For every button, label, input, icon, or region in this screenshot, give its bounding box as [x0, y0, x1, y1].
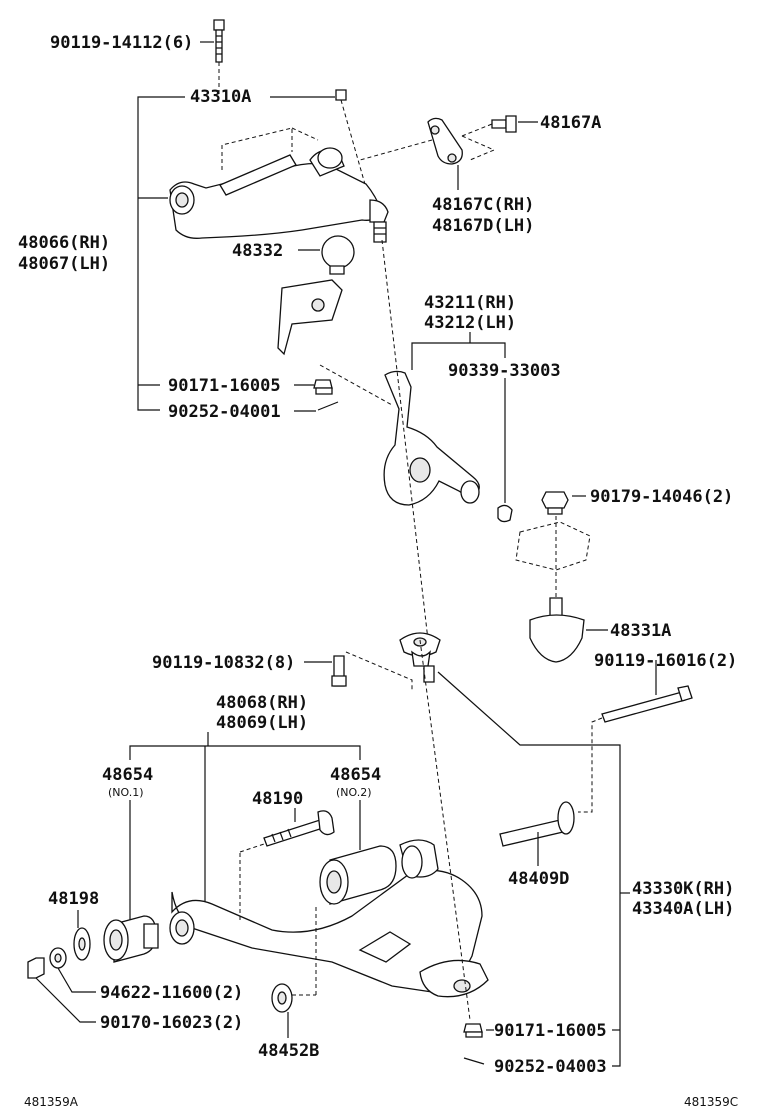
- label-48069: 48069(LH): [216, 713, 308, 733]
- label-43310A: 43310A: [190, 87, 251, 107]
- label-48654-no2-sub: (NO.2): [336, 786, 372, 799]
- label-94622-11600: 94622-11600(2): [100, 983, 243, 1003]
- upper-arm-48066: [169, 127, 389, 243]
- bolt-90119-16016: [578, 685, 693, 813]
- label-43212: 43212(LH): [424, 313, 516, 333]
- lower-arm-48068: [169, 839, 489, 998]
- label-48167A: 48167A: [540, 113, 601, 133]
- label-48452B: 48452B: [258, 1041, 319, 1061]
- label-90252-04003: 90252-04003: [494, 1057, 607, 1077]
- frame-bracket: [515, 516, 591, 598]
- label-48332: 48332: [232, 241, 283, 261]
- label-43330K: 43330K(RH): [632, 879, 734, 899]
- footer-ref-left: 481359A: [24, 1095, 79, 1109]
- label-48654-no1-sub: (NO.1): [108, 786, 144, 799]
- label-90119-16016: 90119-16016(2): [594, 651, 737, 671]
- label-48067: 48067(LH): [18, 254, 110, 274]
- nut-90171-16005-upper: [313, 379, 333, 395]
- label-90179-14046: 90179-14046(2): [590, 487, 733, 507]
- label-48654-no1: 48654: [102, 765, 153, 785]
- cam-48452B: [271, 983, 293, 1013]
- bush-48654-no2: [319, 845, 397, 905]
- bolt-48167A: [491, 115, 517, 133]
- label-90119-10832: 90119-10832(8): [152, 653, 295, 673]
- stopper-bracket: [277, 279, 343, 356]
- bush-48654-no1: [103, 915, 159, 963]
- label-90171-16005-upper: 90171-16005: [168, 376, 281, 396]
- bracket-48167C: [359, 117, 496, 165]
- label-48066: 48066(RH): [18, 233, 110, 253]
- bump-stopper-48331A: [529, 597, 585, 663]
- label-48654-no2: 48654: [330, 765, 381, 785]
- label-90171-16005-lower: 90171-16005: [494, 1021, 607, 1041]
- bolt-48190: [263, 810, 335, 847]
- label-43211: 43211(RH): [424, 293, 516, 313]
- nut-90170-16023: [27, 957, 45, 979]
- ball-joint-43330K: [399, 632, 441, 683]
- bolt-48409D: [499, 801, 575, 847]
- knuckle-43211: [319, 239, 480, 641]
- bump-stopper-48332: [321, 235, 355, 275]
- bolt-90119-14112: [213, 19, 225, 95]
- label-48331A: 48331A: [610, 621, 671, 641]
- footer-ref-right: 481359C: [684, 1095, 738, 1109]
- label-48198: 48198: [48, 889, 99, 909]
- label-48167D: 48167D(LH): [432, 216, 534, 236]
- washer-94622: [49, 947, 67, 969]
- cotter-nut-90339: [497, 504, 513, 523]
- washer-48198: [73, 927, 91, 961]
- label-90252-04001: 90252-04001: [168, 402, 281, 422]
- cotter-pin-90252-04001: [317, 401, 339, 411]
- label-48190: 48190: [252, 789, 303, 809]
- cotter-pin-90252-04003: [463, 1057, 485, 1065]
- nut-90171-16005-lower: [419, 639, 483, 1038]
- label-48409D: 48409D: [508, 869, 569, 889]
- bolt-90119-10832: [331, 651, 413, 690]
- label-48068: 48068(RH): [216, 693, 308, 713]
- label-90339-33003: 90339-33003: [448, 361, 561, 381]
- label-90119-14112: 90119-14112(6): [50, 33, 193, 53]
- label-43340A: 43340A(LH): [632, 899, 734, 919]
- label-90170-16023: 90170-16023(2): [100, 1013, 243, 1033]
- label-48167C: 48167C(RH): [432, 195, 534, 215]
- nut-90179-14046: [541, 491, 569, 515]
